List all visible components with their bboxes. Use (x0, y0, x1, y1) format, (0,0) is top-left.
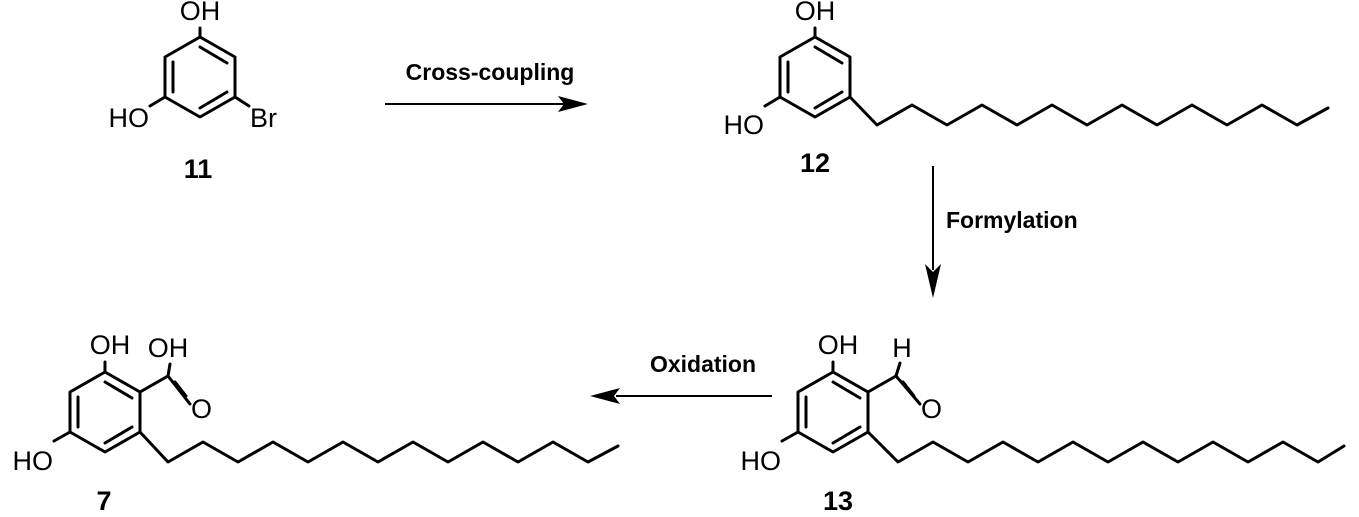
compound-number: 13 (823, 486, 853, 516)
compound-number: 11 (184, 154, 213, 184)
carboxyl-hydroxyl-label: OH (148, 333, 189, 363)
substituent-bonds-11 (148, 26, 251, 108)
ring-bonds-13 (796, 370, 870, 454)
carboxyl-bonds-7 (138, 362, 192, 406)
reaction-condition-label: Formylation (946, 207, 1078, 233)
alkyl-chain-12 (848, 95, 1330, 127)
carbonyl-oxygen-label: O (191, 394, 212, 424)
alkyl-chain-13 (866, 430, 1346, 464)
hydroxyl-label: OH (90, 330, 131, 360)
substituent-bonds-12 (763, 26, 817, 108)
ring-bonds-7 (68, 370, 142, 454)
compound-number: 7 (96, 486, 111, 516)
substituent-bonds-13 (780, 360, 835, 443)
hydroxyl-label: HO (724, 110, 765, 140)
ring-double-bonds-12 (786, 45, 844, 110)
compound-13: OH HO H O 13 (741, 330, 1346, 516)
arrowhead (925, 264, 941, 298)
hydroxyl-label: HO (13, 446, 54, 476)
reaction-condition-label: Oxidation (650, 351, 756, 377)
hydroxyl-label: OH (818, 330, 859, 360)
ring-double-bonds-11 (171, 45, 229, 110)
ring-double-bonds-13 (804, 380, 862, 445)
reaction-arrow-formylation: Formylation (925, 166, 1078, 298)
reaction-arrow-cross-coupling: Cross-coupling (385, 59, 588, 112)
ring-bonds-12 (778, 35, 852, 119)
compound-12: OH HO 12 (724, 0, 1330, 178)
hydroxyl-label: OH (180, 0, 221, 26)
arrowhead (590, 388, 620, 404)
aldehyde-bonds-13 (866, 361, 922, 406)
alkyl-chain-7 (138, 430, 620, 464)
compound-7: OH HO OH O 7 (13, 330, 620, 516)
carbonyl-oxygen-label: O (921, 394, 942, 424)
substituent-bonds-7 (52, 360, 107, 443)
hydroxyl-label: HO (741, 446, 782, 476)
reaction-condition-label: Cross-coupling (406, 59, 575, 85)
arrowhead (558, 96, 588, 112)
bromo-label: Br (250, 103, 277, 133)
reaction-arrow-oxidation: Oxidation (590, 351, 772, 404)
aldehyde-hydrogen-label: H (892, 333, 912, 363)
compound-number: 12 (800, 148, 830, 178)
compound-11: OH HO Br 11 (109, 0, 278, 184)
hydroxyl-label: OH (795, 0, 836, 26)
ring-double-bonds-7 (76, 380, 134, 445)
ring-bonds-11 (163, 35, 237, 119)
hydroxyl-label: HO (109, 103, 150, 133)
